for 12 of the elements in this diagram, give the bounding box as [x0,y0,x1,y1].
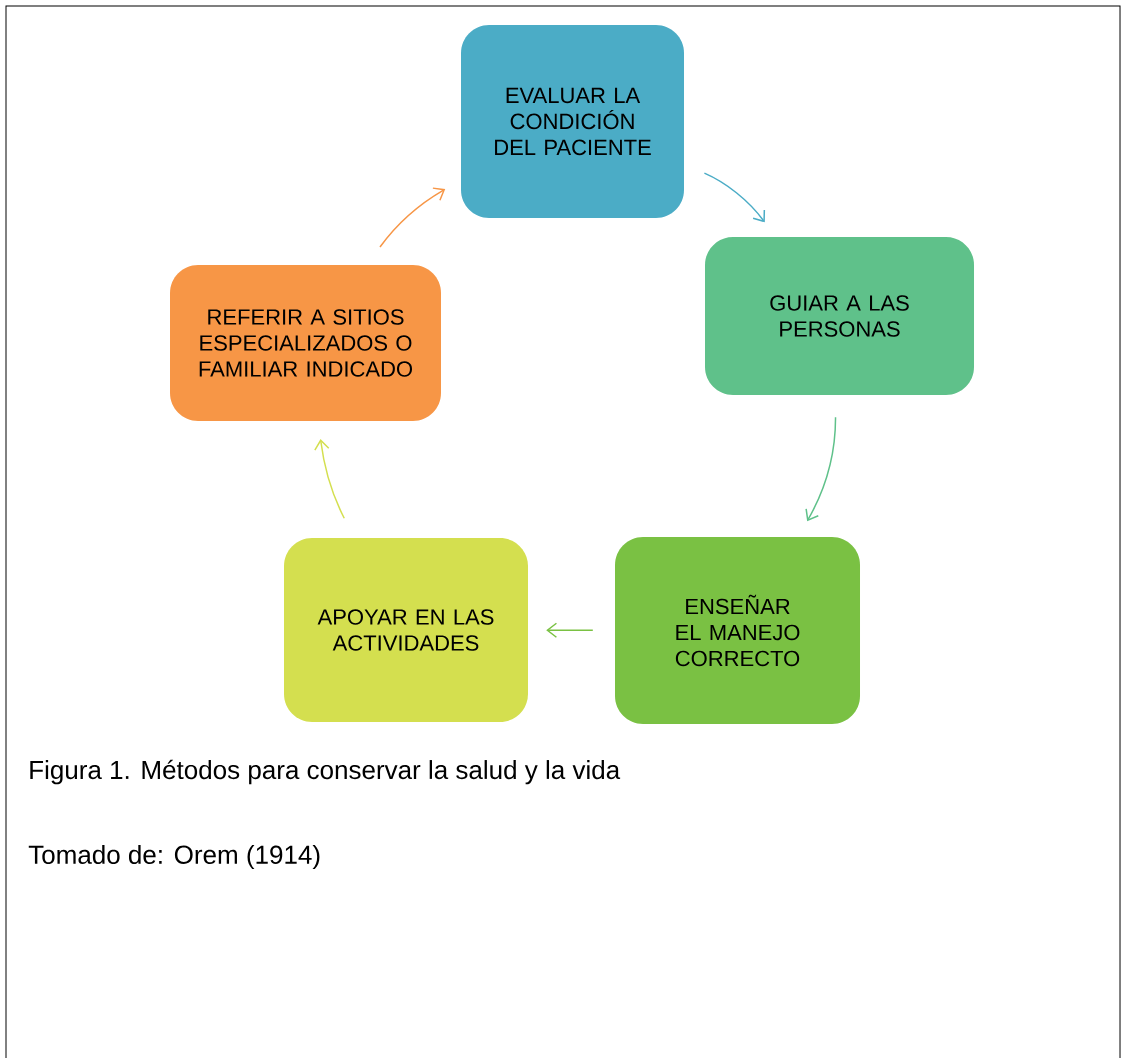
process-box: EVALUAR LA CONDICIÓN DEL PACIENTE [461,25,684,218]
process-box: APOYAR EN LAS ACTIVIDADES [284,538,528,722]
arrow [703,172,766,223]
caption: Figura 1. Métodos para conservar la salud y la vida [30,759,621,785]
arrow [805,416,837,522]
process-box: ENSEÑAR EL MANEJO CORRECTO [615,537,860,724]
process-box: GUIAR A LAS PERSONAS [705,237,974,395]
arrow [314,439,345,519]
process-box: REFERIR A SITIOS ESPECIALIZADOS O FAMILIAR INDICADO [170,265,441,421]
source-note: Tomado de: Orem (1914) [28,844,320,870]
arrow [379,187,446,248]
arrow [546,622,594,638]
